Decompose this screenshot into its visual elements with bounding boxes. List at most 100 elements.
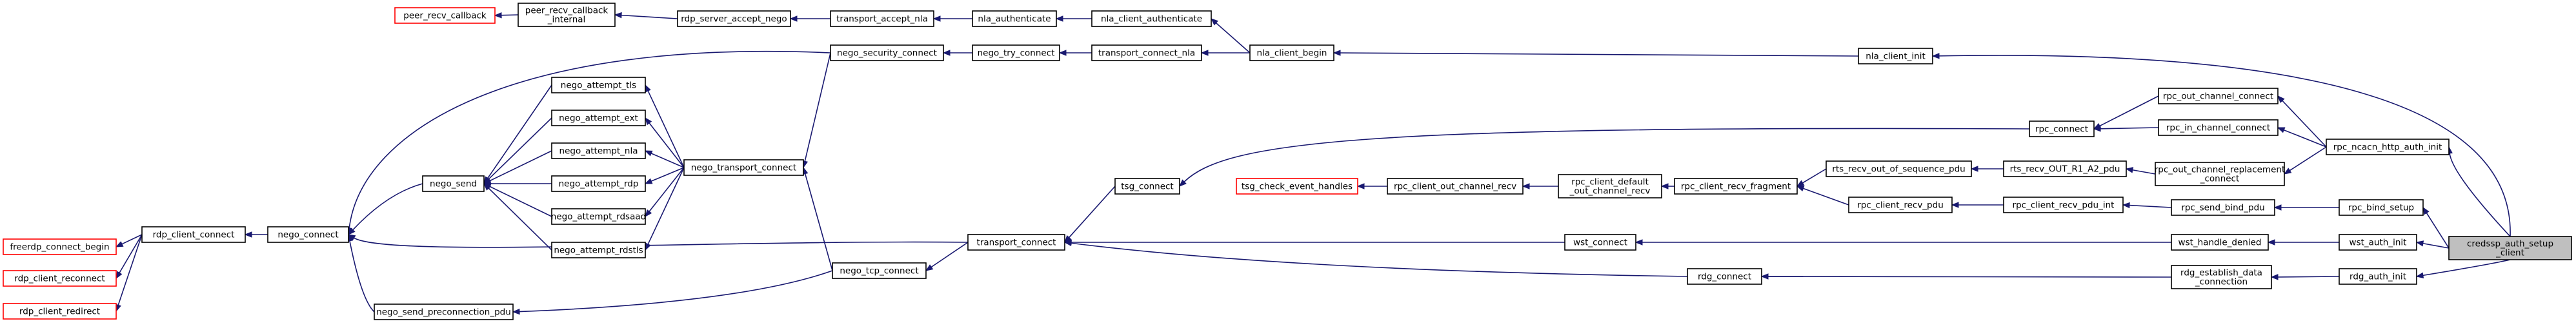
node-transport_connect_nla[interactable]: transport_connect_nla xyxy=(1091,44,1202,61)
node-rpc_out_channel_replacement_connect[interactable]: rpc_out_channel_replacement_connect xyxy=(2155,162,2286,186)
node-nla_authenticate[interactable]: nla_authenticate xyxy=(972,10,1057,27)
node-box[interactable] xyxy=(2171,265,2272,289)
node-box[interactable] xyxy=(972,44,1060,61)
node-box[interactable] xyxy=(967,234,1065,251)
node-box[interactable] xyxy=(683,159,804,176)
node-nego_connect[interactable]: nego_connect xyxy=(267,226,349,243)
node-box[interactable] xyxy=(551,242,646,258)
node-nego_attempt_rdstls[interactable]: nego_attempt_rdstls xyxy=(551,242,646,258)
node-box[interactable] xyxy=(1236,178,1358,195)
node-rpc_client_recv_pdu[interactable]: rpc_client_recv_pdu xyxy=(1848,197,1953,213)
node-rdp_client_reconnect[interactable]: rdp_client_reconnect xyxy=(3,270,117,287)
node-rpc_in_channel_connect[interactable]: rpc_in_channel_connect xyxy=(2158,119,2279,136)
node-box[interactable] xyxy=(830,10,934,27)
node-nego_attempt_nla[interactable]: nego_attempt_nla xyxy=(551,142,646,159)
node-box[interactable] xyxy=(3,238,117,255)
node-box[interactable] xyxy=(551,208,646,225)
node-box[interactable] xyxy=(3,270,117,287)
node-rpc_client_recv_fragment[interactable]: rpc_client_recv_fragment xyxy=(1674,178,1798,195)
node-nego_attempt_tls[interactable]: nego_attempt_tls xyxy=(551,77,646,93)
node-freerdp_connect_begin[interactable]: freerdp_connect_begin xyxy=(3,238,117,255)
node-box[interactable] xyxy=(141,226,246,243)
node-rdg_establish_data_connection[interactable]: rdg_establish_data_connection xyxy=(2171,265,2272,289)
node-nla_client_begin[interactable]: nla_client_begin xyxy=(1249,44,1334,61)
node-box[interactable] xyxy=(2158,119,2279,136)
node-rdp_client_redirect[interactable]: rdp_client_redirect xyxy=(3,303,117,320)
node-box[interactable] xyxy=(2003,197,2124,213)
node-box[interactable] xyxy=(1564,234,1636,251)
node-box[interactable] xyxy=(2339,268,2417,285)
node-rdp_client_connect[interactable]: rdp_client_connect xyxy=(141,226,246,243)
node-tsg_check_event_handles[interactable]: tsg_check_event_handles xyxy=(1236,178,1358,195)
node-box[interactable] xyxy=(830,44,944,61)
node-box[interactable] xyxy=(1848,197,1953,213)
node-nego_attempt_rdp[interactable]: nego_attempt_rdp xyxy=(551,175,646,192)
node-rdg_auth_init[interactable]: rdg_auth_init xyxy=(2339,268,2417,285)
node-box[interactable] xyxy=(2339,199,2424,216)
node-nego_send_preconnection_pdu[interactable]: nego_send_preconnection_pdu xyxy=(374,304,514,320)
node-box[interactable] xyxy=(677,10,791,27)
node-rdp_server_accept_nego[interactable]: rdp_server_accept_nego xyxy=(677,10,791,27)
node-box[interactable] xyxy=(374,304,514,320)
node-box[interactable] xyxy=(3,303,117,320)
node-box[interactable] xyxy=(1091,10,1212,27)
node-nego_try_connect[interactable]: nego_try_connect xyxy=(972,44,1060,61)
node-nla_client_init[interactable]: nla_client_init xyxy=(1858,48,1933,64)
node-box[interactable] xyxy=(422,175,485,192)
node-tsg_connect[interactable]: tsg_connect xyxy=(1114,178,1180,195)
node-nego_send[interactable]: nego_send xyxy=(422,175,485,192)
node-nla_client_authenticate[interactable]: nla_client_authenticate xyxy=(1091,10,1212,27)
node-rts_recv_out_of_sequence_pdu[interactable]: rts_recv_out_of_sequence_pdu xyxy=(1826,160,1972,177)
node-box[interactable] xyxy=(267,226,349,243)
node-box[interactable] xyxy=(972,10,1057,27)
node-transport_accept_nla[interactable]: transport_accept_nla xyxy=(830,10,934,27)
node-nego_attempt_rdsaad[interactable]: nego_attempt_rdsaad xyxy=(551,208,646,225)
node-box[interactable] xyxy=(518,3,616,27)
node-wst_connect[interactable]: wst_connect xyxy=(1564,234,1636,251)
node-box[interactable] xyxy=(1387,178,1524,195)
node-transport_connect[interactable]: transport_connect xyxy=(967,234,1065,251)
node-box[interactable] xyxy=(1858,48,1933,64)
node-box[interactable] xyxy=(1674,178,1798,195)
node-box[interactable] xyxy=(2339,234,2417,251)
node-rpc_ncacn_http_auth_init[interactable]: rpc_ncacn_http_auth_init xyxy=(2326,139,2450,155)
node-box[interactable] xyxy=(1114,178,1180,195)
node-box[interactable] xyxy=(551,142,646,159)
node-box[interactable] xyxy=(2158,88,2279,104)
node-rpc_bind_setup[interactable]: rpc_bind_setup xyxy=(2339,199,2424,216)
node-wst_handle_denied[interactable]: wst_handle_denied xyxy=(2171,234,2269,251)
node-box[interactable] xyxy=(2171,199,2275,216)
node-box[interactable] xyxy=(2029,121,2095,137)
node-peer_recv_callback[interactable]: peer_recv_callback xyxy=(394,7,496,24)
node-box[interactable] xyxy=(394,7,496,24)
node-box[interactable] xyxy=(2003,160,2127,177)
node-rts_recv_OUT_R1_A2_pdu[interactable]: rts_recv_OUT_R1_A2_pdu xyxy=(2003,160,2127,177)
node-root[interactable]: credssp_auth_setup_client xyxy=(2448,236,2572,260)
node-box[interactable] xyxy=(1091,44,1202,61)
node-rpc_client_default_out_channel_recv[interactable]: rpc_client_default_out_channel_recv xyxy=(1558,174,1662,198)
node-peer_recv_callback_internal[interactable]: peer_recv_callback_internal xyxy=(518,3,616,27)
node-box[interactable] xyxy=(1249,44,1334,61)
node-wst_auth_init[interactable]: wst_auth_init xyxy=(2339,234,2417,251)
node-box[interactable] xyxy=(1826,160,1972,177)
node-box[interactable] xyxy=(2155,162,2285,186)
node-box[interactable] xyxy=(2326,139,2450,155)
node-nego_tcp_connect[interactable]: nego_tcp_connect xyxy=(832,262,927,279)
node-nego_security_connect[interactable]: nego_security_connect xyxy=(830,44,944,61)
node-box[interactable] xyxy=(1558,174,1662,198)
node-box[interactable] xyxy=(832,262,927,279)
node-box[interactable] xyxy=(2448,236,2572,260)
node-box[interactable] xyxy=(551,110,646,126)
node-rpc_client_out_channel_recv[interactable]: rpc_client_out_channel_recv xyxy=(1387,178,1524,195)
node-box[interactable] xyxy=(551,175,646,192)
node-rpc_connect[interactable]: rpc_connect xyxy=(2029,121,2095,137)
node-nego_attempt_ext[interactable]: nego_attempt_ext xyxy=(551,110,646,126)
node-rdg_connect[interactable]: rdg_connect xyxy=(1687,268,1762,285)
node-box[interactable] xyxy=(2171,234,2269,251)
node-rpc_client_recv_pdu_int[interactable]: rpc_client_recv_pdu_int xyxy=(2003,197,2124,213)
node-nego_transport_connect[interactable]: nego_transport_connect xyxy=(683,159,804,176)
node-box[interactable] xyxy=(551,77,646,93)
node-rpc_send_bind_pdu[interactable]: rpc_send_bind_pdu xyxy=(2171,199,2275,216)
node-box[interactable] xyxy=(1687,268,1762,285)
node-rpc_out_channel_connect[interactable]: rpc_out_channel_connect xyxy=(2158,88,2279,104)
